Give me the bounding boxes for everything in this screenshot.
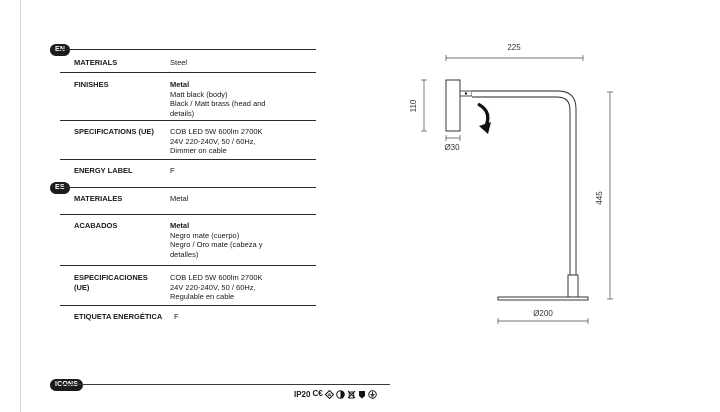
es-etiqueta-label: ETIQUETA ENERGÉTICA <box>74 312 163 321</box>
lang-pill-en: EN <box>50 44 71 56</box>
head-height-dimension-label: 110 <box>409 99 418 112</box>
es-especificaciones-label-line: (UE) <box>74 283 90 292</box>
en-specs-line: COB LED 5W 600lm 2700K <box>170 127 263 136</box>
es-divider <box>60 265 316 266</box>
en-materials-value: Steel <box>170 58 310 68</box>
en-specs-value: COB LED 5W 600lm 2700K 24V 220-240V, 50 … <box>170 127 310 156</box>
en-finishes-bold: Metal <box>170 80 190 89</box>
rotation-arrow <box>477 102 490 129</box>
en-divider <box>60 120 316 121</box>
lamp-stem-collar <box>567 274 579 298</box>
en-materials-line: Steel <box>170 58 188 67</box>
lamp-arm-shape <box>472 90 577 276</box>
lamp-head-shape <box>445 79 461 132</box>
es-especificaciones-line: Regulable en cable <box>170 292 235 301</box>
es-materiales-value: Metal <box>170 194 310 204</box>
es-especificaciones-label: ESPECIFICACIONES (UE) <box>74 273 166 293</box>
ground-icon <box>367 389 377 399</box>
en-finishes-line: Matt black (body) <box>170 89 228 99</box>
head-diameter-dimension-label: Ø30 <box>444 143 460 152</box>
es-materiales-line: Metal <box>170 194 189 203</box>
icons-strip: IP20 C€ III <box>294 389 377 399</box>
es-divider <box>60 305 316 306</box>
ip-rating: IP20 <box>294 389 311 399</box>
lamp-base-shape <box>497 296 589 301</box>
width-dimension-label: 225 <box>507 43 521 52</box>
class-iii-icon: III <box>324 389 334 399</box>
en-finishes-line: details) <box>170 108 195 118</box>
en-specs-label: SPECIFICATIONS (UE) <box>74 127 154 136</box>
es-etiqueta-value: F <box>174 312 314 322</box>
es-especificaciones-line: COB LED 5W 600lm 2700K <box>170 273 263 282</box>
height-dimension-label: 445 <box>595 191 604 205</box>
es-especificaciones-line: 24V 220-240V, 50 / 60Hz, <box>170 282 256 292</box>
dimmable-icon <box>335 389 345 399</box>
en-specs-line: Dimmer on cable <box>170 146 227 155</box>
es-especificaciones-value: COB LED 5W 600lm 2700K 24V 220-240V, 50 … <box>170 273 310 302</box>
ce-mark: C€ <box>312 389 323 398</box>
es-divider <box>60 214 316 215</box>
en-divider <box>60 72 316 73</box>
base-diameter-dimension-label: Ø200 <box>533 309 553 318</box>
es-especificaciones-label-line: ESPECIFICACIONES <box>74 273 148 282</box>
es-acabados-line: Negro / Oro mate (cabeza y <box>170 240 263 249</box>
es-etiqueta-line: F <box>174 312 179 321</box>
no-bin-icon <box>347 390 356 398</box>
es-acabados-line: Negro mate (cuerpo) <box>170 230 240 240</box>
en-energy-line: F <box>170 166 175 175</box>
lamp-head-joint <box>459 90 473 97</box>
en-finishes-line: Black / Matt brass (head and <box>170 99 266 108</box>
es-acabados-line: detalles) <box>170 249 199 259</box>
es-acabados-bold: Metal <box>170 221 190 230</box>
icons-section-pill: ICONS <box>50 379 84 391</box>
en-specs-line: 24V 220-240V, 50 / 60Hz, <box>170 136 256 146</box>
es-acabados-label: ACABADOS <box>74 221 118 230</box>
en-finishes-label: FINISHES <box>74 80 109 89</box>
lang-pill-es: ES <box>50 182 70 194</box>
en-divider <box>60 159 316 160</box>
es-materiales-label: MATERIALES <box>74 194 123 203</box>
en-top-rule <box>60 49 316 50</box>
en-materials-label: MATERIALS <box>74 58 118 67</box>
en-energy-value: F <box>170 166 310 176</box>
icons-rule <box>60 384 390 385</box>
en-finishes-value: Metal Matt black (body) Black / Matt bra… <box>170 80 310 118</box>
svg-text:III: III <box>328 392 331 397</box>
en-energy-label: ENERGY LABEL <box>74 166 133 175</box>
class-f-icon <box>358 390 365 398</box>
page-left-margin-rule <box>20 0 21 412</box>
es-top-rule <box>60 187 316 188</box>
es-acabados-value: Metal Negro mate (cuerpo) Negro / Oro ma… <box>170 221 310 259</box>
